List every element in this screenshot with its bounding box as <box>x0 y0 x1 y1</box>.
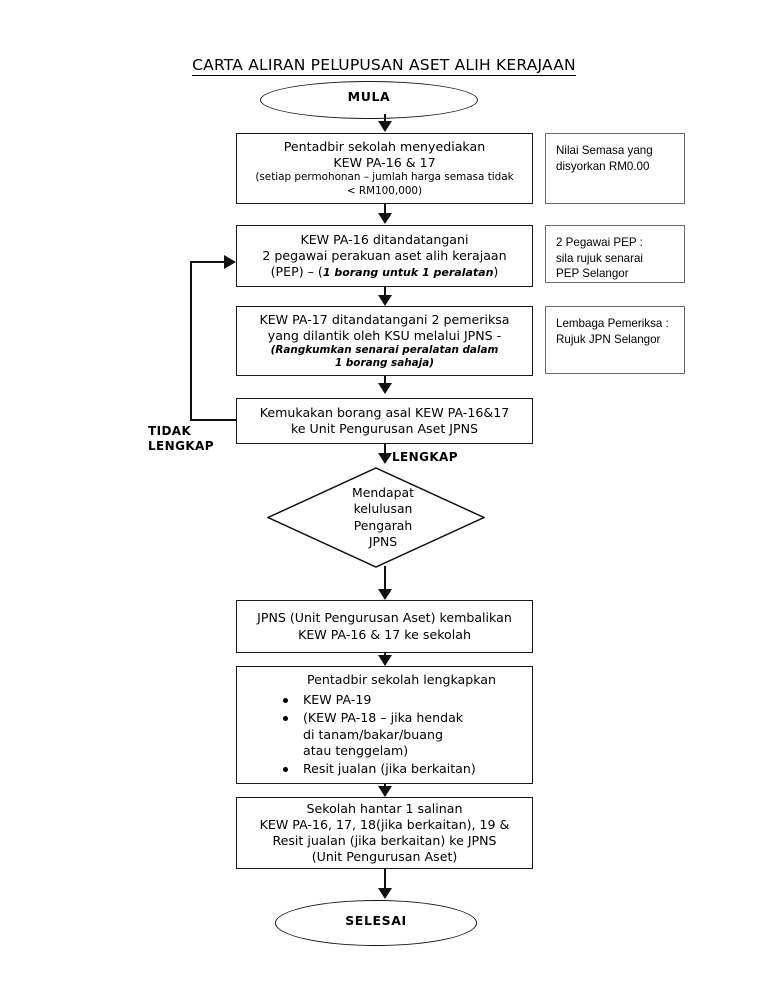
p5-line1: JPNS (Unit Pengurusan Aset) kembalikan <box>257 610 512 626</box>
arrowhead-loop-to-p2 <box>224 255 236 269</box>
p7-line4: (Unit Pengurusan Aset) <box>311 849 458 865</box>
p1-line3: (setiap permohonan – jumlah harga semasa… <box>255 171 514 184</box>
p6-heading: Pentadbir sekolah lengkapkan <box>306 672 497 688</box>
decision-line3: Pengarah <box>353 517 413 533</box>
p3-line3: (Rangkumkan senarai peralatan dalam <box>270 343 499 356</box>
arrowhead-start-to-p1 <box>378 121 392 132</box>
decision-diamond-text: Mendapat kelulusan Pengarah JPNS <box>267 467 485 568</box>
edge-label-tidak-lengkap-line1: TIDAK <box>148 424 192 438</box>
p4-line1: Kemukakan borang asal KEW PA-16&17 <box>259 404 510 420</box>
process-box-complete-forms[interactable]: Pentadbir sekolah lengkapkan KEW PA-19 (… <box>236 666 533 784</box>
bullet-dot-icon <box>283 698 288 704</box>
arrowhead-p3-to-p4 <box>378 383 392 394</box>
decision-line1: Mendapat <box>352 484 414 500</box>
p6-bullet-list: KEW PA-19 (KEW PA-18 – jika hendak di ta… <box>281 691 522 778</box>
arrowhead-p7-to-end <box>378 888 392 899</box>
decision-diamond-shape <box>267 467 485 568</box>
arrowhead-p4-to-decision <box>378 453 392 464</box>
terminator-start[interactable]: MULA <box>260 81 478 119</box>
note2-line2: sila rujuk senarai <box>556 251 643 265</box>
p6-bullet-item-1: KEW PA-19 <box>281 692 522 709</box>
p1-line4: < RM100,000) <box>346 184 423 197</box>
arrowhead-p5-to-p6 <box>378 655 392 666</box>
arrowhead-decision-to-p5 <box>378 589 392 600</box>
page-title-text: CARTA ALIRAN PELUPUSAN ASET ALIH KERAJAA… <box>192 56 576 76</box>
terminator-end[interactable]: SELESAI <box>275 900 477 946</box>
p7-line3: Resit jualan (jika berkaitan) ke JPNS <box>272 833 497 848</box>
edge-label-lengkap: LENGKAP <box>392 450 458 465</box>
note2-line1: 2 Pegawai PEP : <box>556 236 643 249</box>
p1-line2: KEW PA-16 & 17 <box>333 155 436 171</box>
connector-loop-top <box>190 261 226 263</box>
note-box-pep-officers: 2 Pegawai PEP : sila rujuk senarai PEP S… <box>545 225 685 283</box>
note2-line3: PEP Selangor <box>556 267 629 281</box>
connector-p7-to-end <box>384 869 386 897</box>
process-box-send-copies[interactable]: Sekolah hantar 1 salinan KEW PA-16, 17, … <box>236 797 533 869</box>
p6-bullet-item-3: Resit jualan (jika berkaitan) <box>281 761 522 778</box>
p6-bullet-1-text: KEW PA-19 <box>303 692 372 708</box>
decision-diamond-approval[interactable]: Mendapat kelulusan Pengarah JPNS <box>267 467 485 568</box>
edge-label-tidak-lengkap-line2: LENGKAP <box>148 439 214 453</box>
decision-line4: JPNS <box>368 533 398 549</box>
process-box-jpns-return-forms[interactable]: JPNS (Unit Pengurusan Aset) kembalikan K… <box>236 600 533 653</box>
p2-line3-suffix: ) <box>493 264 499 280</box>
process-box-kew-pa17-signed[interactable]: KEW PA-17 ditandatangani 2 pemeriksa yan… <box>236 306 533 376</box>
bullet-dot-icon <box>283 767 288 773</box>
terminator-start-label: MULA <box>347 89 391 104</box>
page-title: CARTA ALIRAN PELUPUSAN ASET ALIH KERAJAA… <box>0 56 768 76</box>
p7-line2: KEW PA-16, 17, 18(jika berkaitan), 19 & <box>259 816 510 832</box>
edge-label-tidak-lengkap: TIDAK LENGKAP <box>148 424 214 454</box>
p4-line2: ke Unit Pengurusan Aset JPNS <box>290 421 479 436</box>
note3-line2: Rujuk JPN Selangor <box>556 332 661 346</box>
connector-loop-bottom <box>190 419 237 421</box>
note3-line1: Lembaga Pemeriksa : <box>556 317 669 330</box>
p3-line2: yang dilantik oleh KSU melalui JPNS - <box>267 327 502 343</box>
arrowhead-p1-to-p2 <box>378 213 392 224</box>
p6-bullet-item-2: (KEW PA-18 – jika hendak di tanam/bakar/… <box>281 710 522 760</box>
p2-line2: 2 pegawai perakuan aset alih kerajaan <box>262 247 507 263</box>
connector-decision-to-p5 <box>384 566 386 598</box>
process-box-submit-to-jpns[interactable]: Kemukakan borang asal KEW PA-16&17 ke Un… <box>236 398 533 444</box>
terminator-end-label: SELESAI <box>345 913 407 928</box>
process-box-kew-pa16-signed[interactable]: KEW PA-16 ditandatangani 2 pegawai perak… <box>236 225 533 287</box>
p2-line3: (PEP) – (1 borang untuk 1 peralatan) <box>262 264 506 280</box>
p2-line1: KEW PA-16 ditandatangani <box>300 231 469 247</box>
p3-line4: 1 borang sahaja) <box>335 357 434 370</box>
decision-line2: kelulusan <box>353 501 413 517</box>
bullet-dot-icon <box>283 715 288 721</box>
p5-line2: KEW PA-16 & 17 ke sekolah <box>298 626 471 642</box>
p2-line3-prefix: (PEP) – ( <box>270 264 323 280</box>
note1-line2: disyorkan RM0.00 <box>556 159 650 173</box>
p2-line3-italic: 1 borang untuk 1 peralatan <box>322 266 494 280</box>
p6-bullet-2-text: (KEW PA-18 – jika hendak <box>303 709 464 725</box>
p6-bullet-3-text: Resit jualan (jika berkaitan) <box>303 761 476 777</box>
arrowhead-p2-to-p3 <box>378 295 392 306</box>
p3-line1: KEW PA-17 ditandatangani 2 pemeriksa <box>259 311 510 327</box>
arrowhead-p6-to-p7 <box>378 786 392 797</box>
note1-line1: Nilai Semasa yang <box>556 144 653 157</box>
p6-bullet-2-cont-2: atau tenggelam) <box>303 743 409 759</box>
connector-loop-vertical <box>190 261 192 420</box>
edge-label-lengkap-text: LENGKAP <box>392 450 458 464</box>
note-box-current-value: Nilai Semasa yang disyorkan RM0.00 <box>545 133 685 204</box>
process-box-prepare-forms[interactable]: Pentadbir sekolah menyediakan KEW PA-16 … <box>236 133 533 204</box>
note-box-inspection-board: Lembaga Pemeriksa : Rujuk JPN Selangor <box>545 306 685 374</box>
p6-bullet-2-cont-1: di tanam/bakar/buang <box>303 726 443 742</box>
p1-line1: Pentadbir sekolah menyediakan <box>283 139 486 155</box>
p7-line1: Sekolah hantar 1 salinan <box>306 800 463 816</box>
